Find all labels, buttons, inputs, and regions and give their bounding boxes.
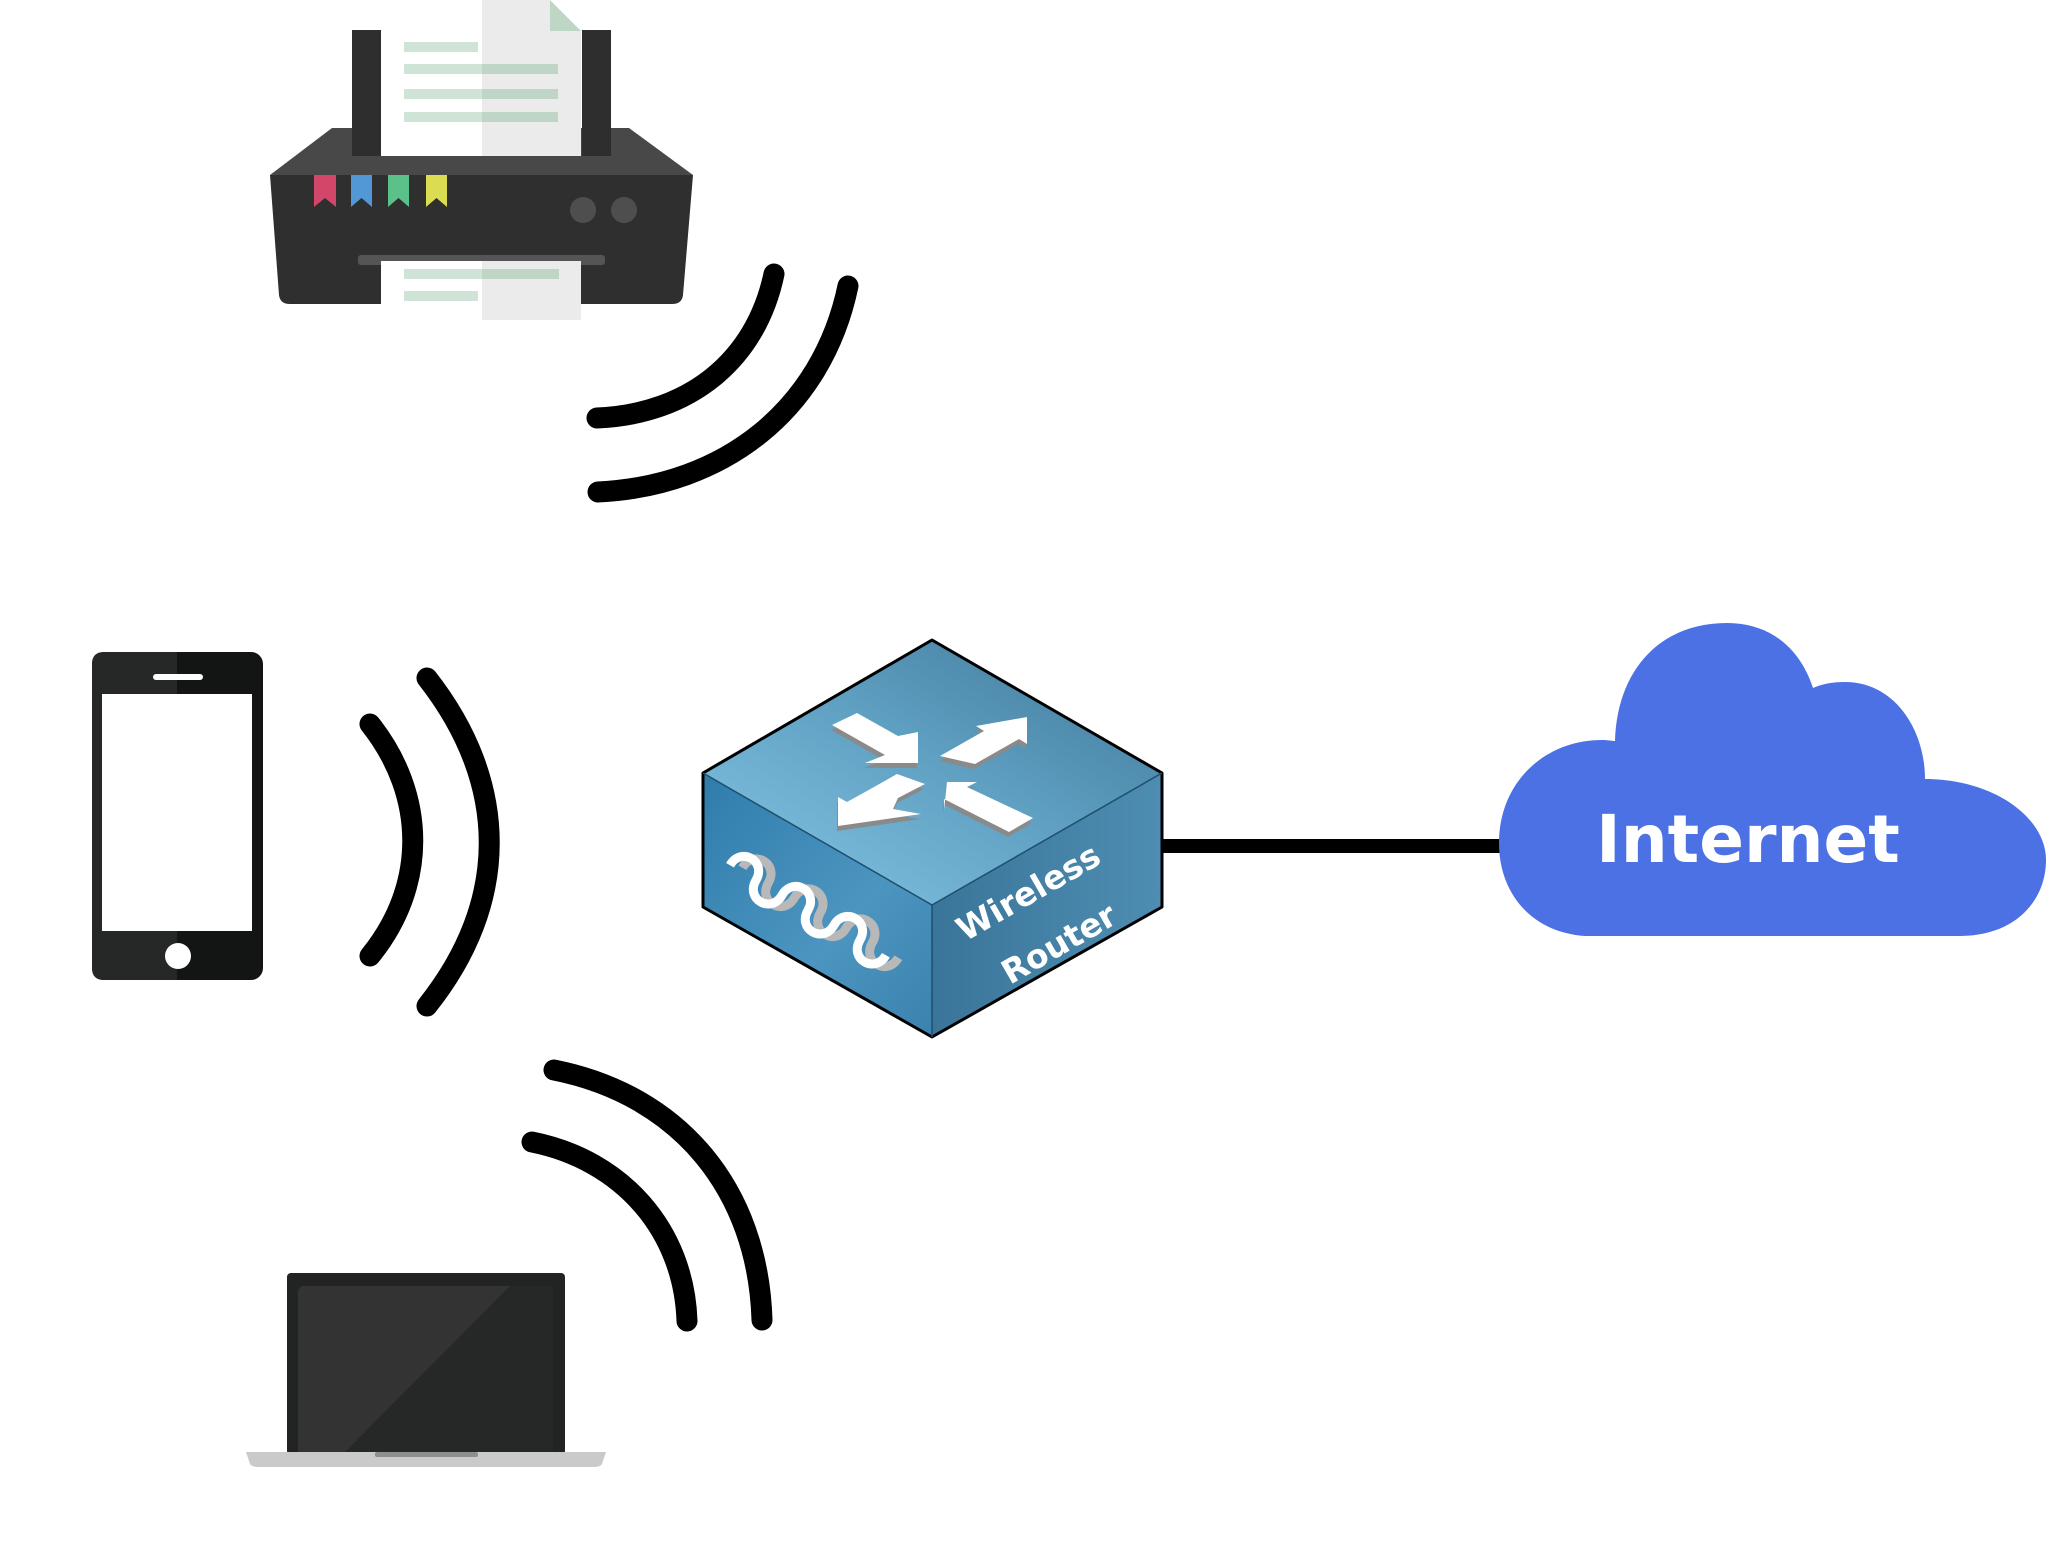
wireless-wave-symbol-icon [726, 851, 903, 971]
phone-screen [102, 694, 252, 931]
router-arrows-icon [831, 713, 1033, 837]
phone-speaker [153, 674, 203, 680]
paper-rail-right-lower [582, 128, 611, 156]
output-paper-line [482, 269, 559, 279]
internet-cloud[interactable]: Internet [1499, 623, 2046, 936]
router-right-face [932, 773, 1162, 1037]
router-left-face [703, 773, 932, 1037]
printer-paper-top-right [482, 0, 581, 170]
smartphone[interactable] [92, 652, 263, 980]
paper-lower-left [381, 128, 482, 156]
laptop[interactable] [246, 1273, 606, 1467]
printer[interactable] [270, 0, 693, 320]
printer-wifi-signal-icon [586, 263, 859, 503]
paper-text-lines [404, 42, 558, 122]
printer-button-2 [611, 197, 637, 223]
laptop-base [246, 1452, 606, 1467]
paper-rail-left-lower [352, 128, 381, 156]
phone-wave-inner [359, 713, 424, 967]
ink-green-icon [388, 175, 409, 207]
laptop-screen-glare [298, 1286, 510, 1455]
wireless-router[interactable]: Wireless Router [701, 638, 1164, 1039]
laptop-wave-inner [521, 1131, 698, 1332]
output-paper-line [404, 269, 482, 279]
paper-fold-corner [550, 0, 581, 31]
laptop-notch [375, 1452, 478, 1457]
output-paper-line [404, 291, 478, 301]
ink-blue-icon [351, 175, 372, 207]
phone-wifi-signal-icon [359, 667, 500, 1017]
ink-red-icon [314, 175, 336, 207]
cloud-icon [1499, 623, 2046, 936]
internet-label: Internet [1596, 801, 1900, 878]
ink-yellow-icon [426, 175, 447, 207]
phone-wave-outer [416, 667, 500, 1017]
printer-button-1 [570, 197, 596, 223]
printer-wave-inner [586, 263, 785, 429]
paper-lower-right [482, 128, 581, 156]
laptop-wave-outer [543, 1059, 773, 1331]
phone-home-button [165, 943, 191, 969]
laptop-wifi-signal-icon [521, 1059, 773, 1332]
printer-wave-outer [587, 275, 859, 503]
